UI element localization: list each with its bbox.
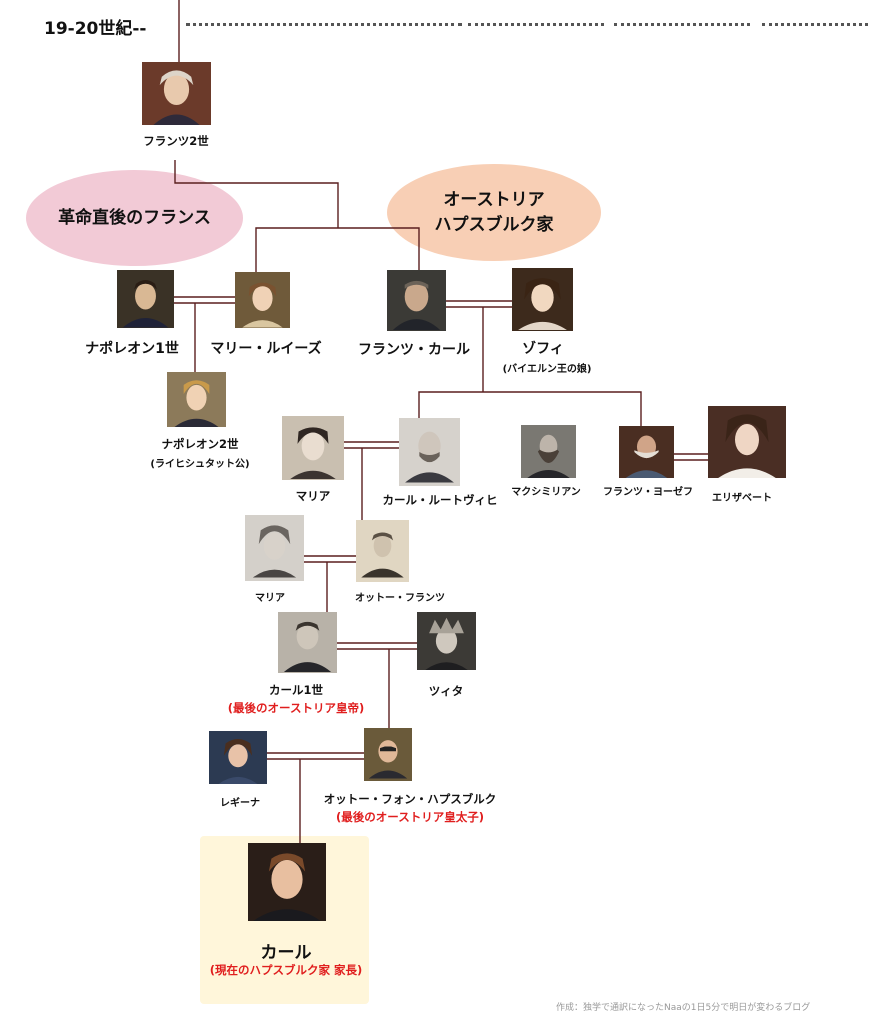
name-franz-karl: フランツ・カール: [358, 342, 470, 358]
portrait-napoleon1: [117, 270, 174, 328]
timeline-divider: [468, 23, 604, 26]
credit-text: 作成：独学で通訳になったNaaの1日5分で明日が変わるブログ: [556, 1003, 811, 1013]
portrait-maria2: [245, 515, 304, 581]
portrait-marie-louise: [235, 272, 290, 328]
portrait-zita: [417, 612, 476, 670]
name-zita: ツィタ: [428, 684, 464, 698]
era-label: 19-20世紀--: [44, 19, 147, 39]
austria-faction-label: オーストリア ハプスブルク家: [387, 164, 601, 261]
portrait-karl1: [278, 612, 337, 673]
france-faction-label: 革命直後のフランス: [26, 170, 243, 266]
timeline-divider: [762, 23, 868, 26]
note-sophie: (バイエルン王の娘): [502, 364, 592, 375]
note-karl1: (最後のオーストリア皇帝): [227, 701, 365, 715]
name-otto-habsburg: オットー・フォン・ハプスブルク: [323, 792, 497, 806]
name-sophie: ゾフィ: [522, 341, 564, 357]
portrait-sophie: [512, 268, 573, 331]
portrait-maximilian: [521, 425, 576, 478]
name-karl: カール: [260, 943, 312, 963]
name-karl-ludwig: カール・ルートヴィヒ: [382, 493, 498, 507]
name-otto-franz: オットー・フランツ: [355, 593, 445, 604]
portrait-otto-franz: [356, 520, 409, 582]
portrait-franz-karl: [387, 270, 446, 331]
austria-faction-line1: オーストリア: [443, 189, 545, 210]
note-karl: (現在のハプスブルク家 家長): [209, 963, 363, 977]
name-napoleon1: ナポレオン1世: [85, 341, 179, 357]
name-maria2: マリア: [255, 593, 285, 604]
name-maria1: マリア: [295, 489, 331, 503]
portrait-regina: [209, 731, 267, 784]
note-otto-habsburg: (最後のオーストリア皇太子): [336, 810, 484, 824]
austria-faction-line2: ハプスブルク家: [434, 214, 554, 235]
name-marie-louise: マリー・ルイーズ: [210, 341, 322, 357]
portrait-maria1: [282, 416, 344, 480]
france-faction-text: 革命直後のフランス: [58, 207, 211, 228]
name-franz2: フランツ2世: [143, 134, 209, 148]
name-regina: レギーナ: [220, 798, 260, 809]
name-napoleon2: ナポレオン2世: [161, 437, 239, 451]
name-franz-joseph: フランツ・ヨーゼフ: [603, 487, 693, 498]
portrait-napoleon2: [167, 372, 226, 427]
timeline-divider: [186, 23, 462, 26]
portrait-franz2: [142, 62, 211, 125]
portrait-franz-joseph: [619, 426, 674, 478]
name-maximilian: マクシミリアン: [511, 487, 581, 498]
timeline-divider: [614, 23, 750, 26]
name-karl1: カール1世: [268, 683, 324, 697]
portrait-karl: [248, 843, 326, 921]
portrait-elisabeth: [708, 406, 786, 478]
portrait-otto-habsburg: [364, 728, 412, 781]
note-napoleon2: (ライヒシュタット公): [150, 459, 250, 470]
portrait-karl-ludwig: [399, 418, 460, 486]
name-elisabeth: エリザベート: [712, 493, 772, 504]
